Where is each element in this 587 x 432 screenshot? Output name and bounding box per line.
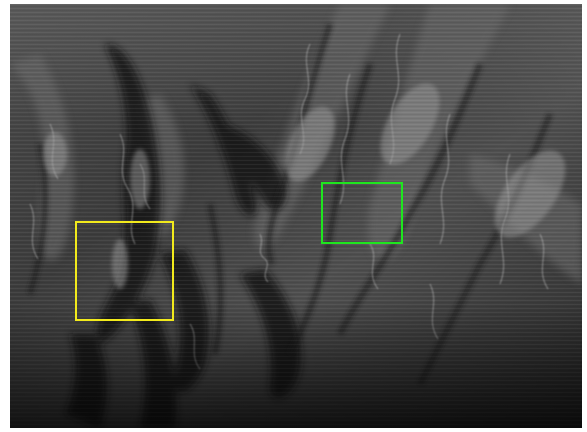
yellow-roi-box: [75, 221, 174, 321]
green-roi-box: [321, 182, 403, 244]
micrograph-texture: [10, 4, 582, 428]
grayscale-micrograph-image: [10, 4, 582, 428]
